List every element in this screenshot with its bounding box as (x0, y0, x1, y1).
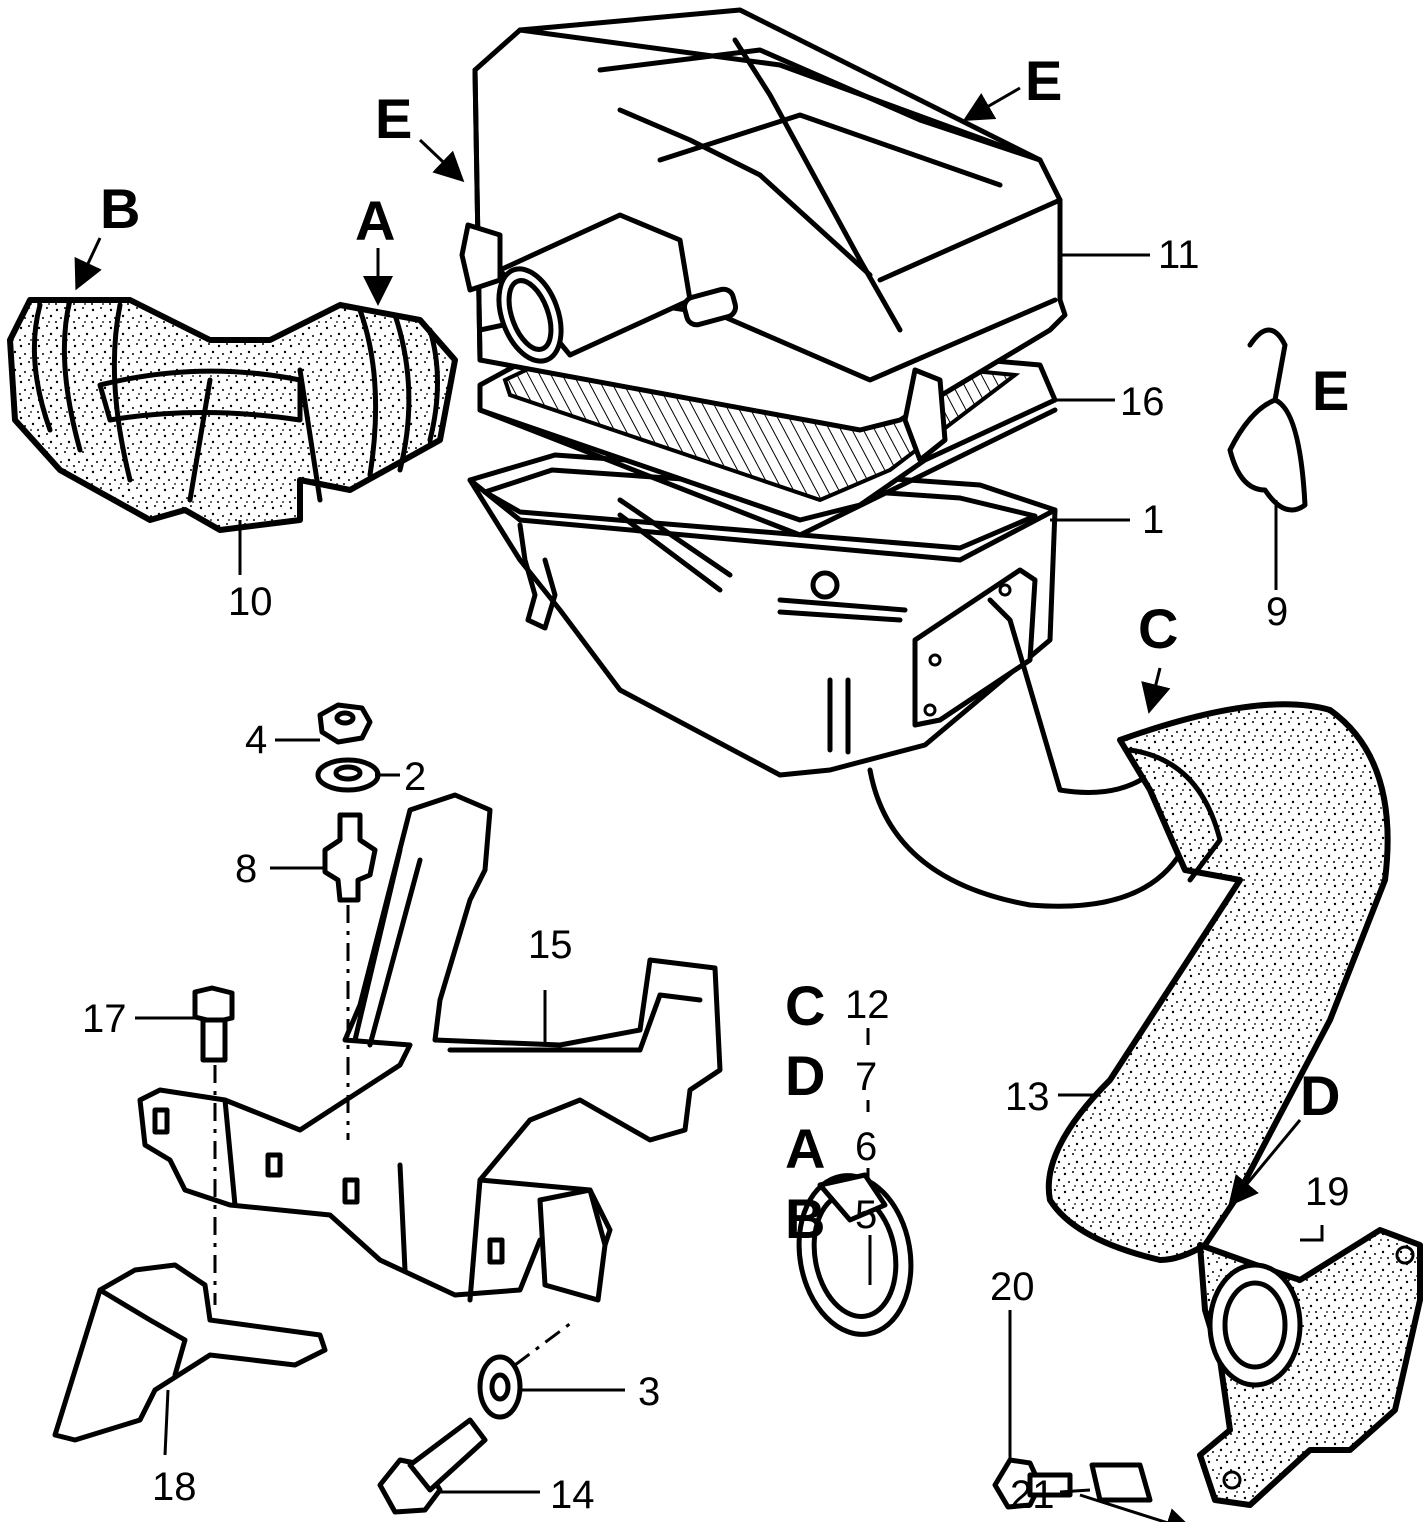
ref-letter-e-clip: E (1312, 359, 1349, 422)
callout-17: 17 (82, 997, 127, 1041)
callout-16: 16 (1120, 380, 1165, 424)
legend-letter-b: B (785, 1187, 825, 1250)
callout-7: 7 (855, 1055, 877, 1099)
callout-2: 2 (404, 755, 426, 799)
callout-21: 21 (1010, 1473, 1055, 1517)
air-cleaner-lower-housing (467, 452, 1058, 778)
ref-letter-d: D (1300, 1064, 1340, 1127)
callout-20: 20 (990, 1265, 1035, 1309)
legend-letter-a: A (785, 1117, 825, 1180)
nut-4 (317, 702, 373, 745)
callout-9: 9 (1266, 590, 1288, 634)
ref-letter-c: C (1138, 597, 1178, 660)
callout-18: 18 (152, 1465, 197, 1509)
legend-letter-c: C (785, 974, 825, 1037)
callout-14: 14 (550, 1473, 595, 1517)
callout-8: 8 (235, 847, 257, 891)
ref-letter-b: B (100, 177, 140, 240)
callout-10: 10 (228, 580, 273, 624)
callout-19: 19 (1305, 1170, 1350, 1214)
air-cleaner-cover (459, 7, 1068, 463)
heat-shield (52, 1262, 328, 1443)
ref-letter-e-left: E (375, 87, 412, 150)
callout-4: 4 (245, 718, 267, 762)
bolt-17 (192, 985, 235, 1063)
washer-3 (477, 1354, 523, 1420)
washer-2 (315, 757, 381, 793)
legend-letter-d: D (785, 1044, 825, 1107)
intake-duct (867, 597, 1423, 1508)
callout-5: 5 (855, 1193, 877, 1237)
mounting-bracket (137, 792, 723, 1303)
clip-nut-21 (1089, 1462, 1153, 1503)
callout-13: 13 (1005, 1075, 1050, 1119)
callout-6: 6 (855, 1125, 877, 1169)
bolt-14 (377, 1417, 488, 1515)
callout-12: 12 (845, 983, 890, 1027)
callout-11: 11 (1158, 233, 1200, 277)
callout-3: 3 (638, 1370, 660, 1414)
ref-letter-e-right: E (1025, 49, 1062, 112)
stud-8 (322, 812, 378, 903)
intake-hose-upper (7, 297, 458, 533)
callout-1: 1 (1142, 498, 1164, 542)
hose-clamp (796, 1172, 914, 1337)
spring-clip (1227, 327, 1308, 513)
ref-letter-a: A (355, 189, 395, 252)
callout-15: 15 (528, 923, 573, 967)
